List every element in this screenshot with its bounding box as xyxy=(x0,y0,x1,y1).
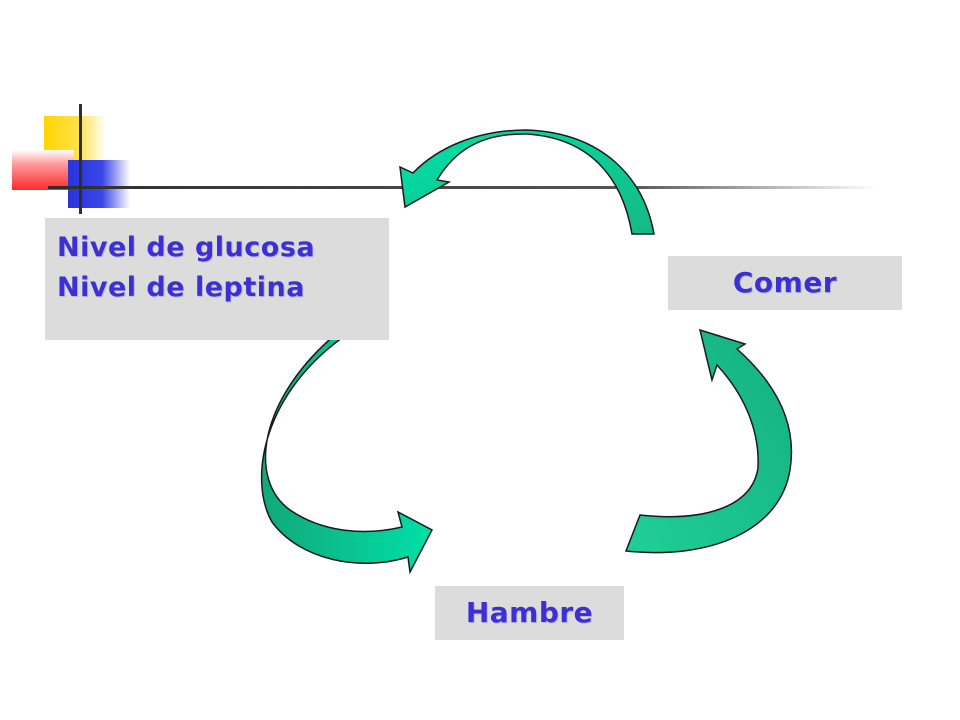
node-hambre: Hambre xyxy=(435,586,624,640)
decor-vertical-line xyxy=(79,104,82,214)
decor-horizontal-line xyxy=(48,186,878,189)
node-levels-glucose: Nivel de glucosa xyxy=(57,232,316,263)
decor-blue-square xyxy=(68,160,130,208)
arrow-hambre-to-comer xyxy=(624,328,793,554)
node-comer: Comer xyxy=(668,256,902,310)
node-levels: Nivel de glucosa Nivel de leptina xyxy=(45,218,389,340)
arrow-comer-to-levels xyxy=(399,129,655,235)
decor-red-square xyxy=(12,150,74,190)
arrow-levels-to-hambre xyxy=(260,330,434,575)
node-levels-leptin: Nivel de leptina xyxy=(57,272,305,303)
